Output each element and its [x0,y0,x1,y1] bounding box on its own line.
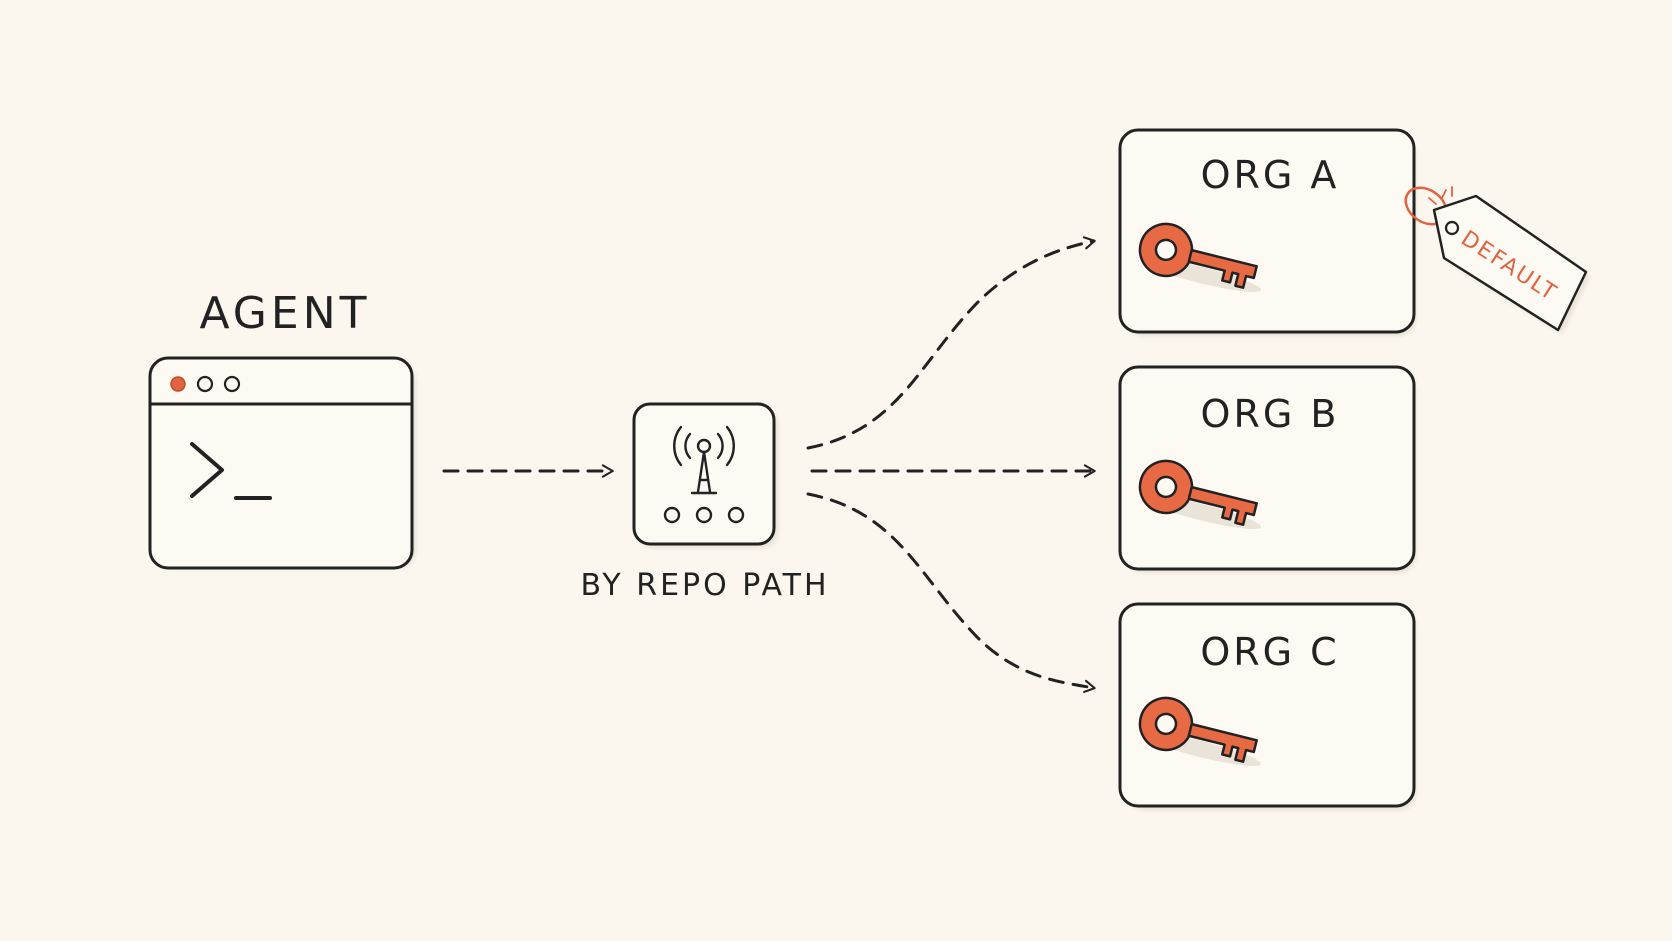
org-a-box [1118,128,1416,336]
router-label: BY REPO PATH [580,568,830,603]
org-c-frame [1118,602,1416,808]
agent-window-frame [148,356,414,570]
window-maximize-dot-icon [223,375,241,393]
antenna-router-icon [663,425,745,524]
agent-window [148,356,416,570]
tag-body [1432,194,1588,332]
key-icon [1138,696,1262,766]
window-close-dot-icon [170,376,186,392]
terminal-prompt-chevron-icon [190,442,224,498]
tag-sparkle-icon [1428,186,1453,205]
window-minimize-dot-icon [196,375,214,393]
org-b-label: ORG B [1200,392,1340,436]
org-b-box [1118,365,1416,573]
arrow-router-to-org-c [806,492,1096,693]
org-a-label: ORG A [1200,153,1340,197]
key-icon [1138,222,1262,292]
org-c-box [1118,602,1416,810]
tag-hole-icon [1444,220,1460,236]
agent-label: AGENT [199,288,371,339]
org-b-frame [1118,365,1416,571]
arrow-router-to-org-a [806,236,1096,450]
router-node [632,402,778,548]
org-a-frame [1118,128,1416,334]
default-tag [1404,186,1590,334]
key-icon [1138,459,1262,529]
org-c-label: ORG C [1200,630,1340,674]
